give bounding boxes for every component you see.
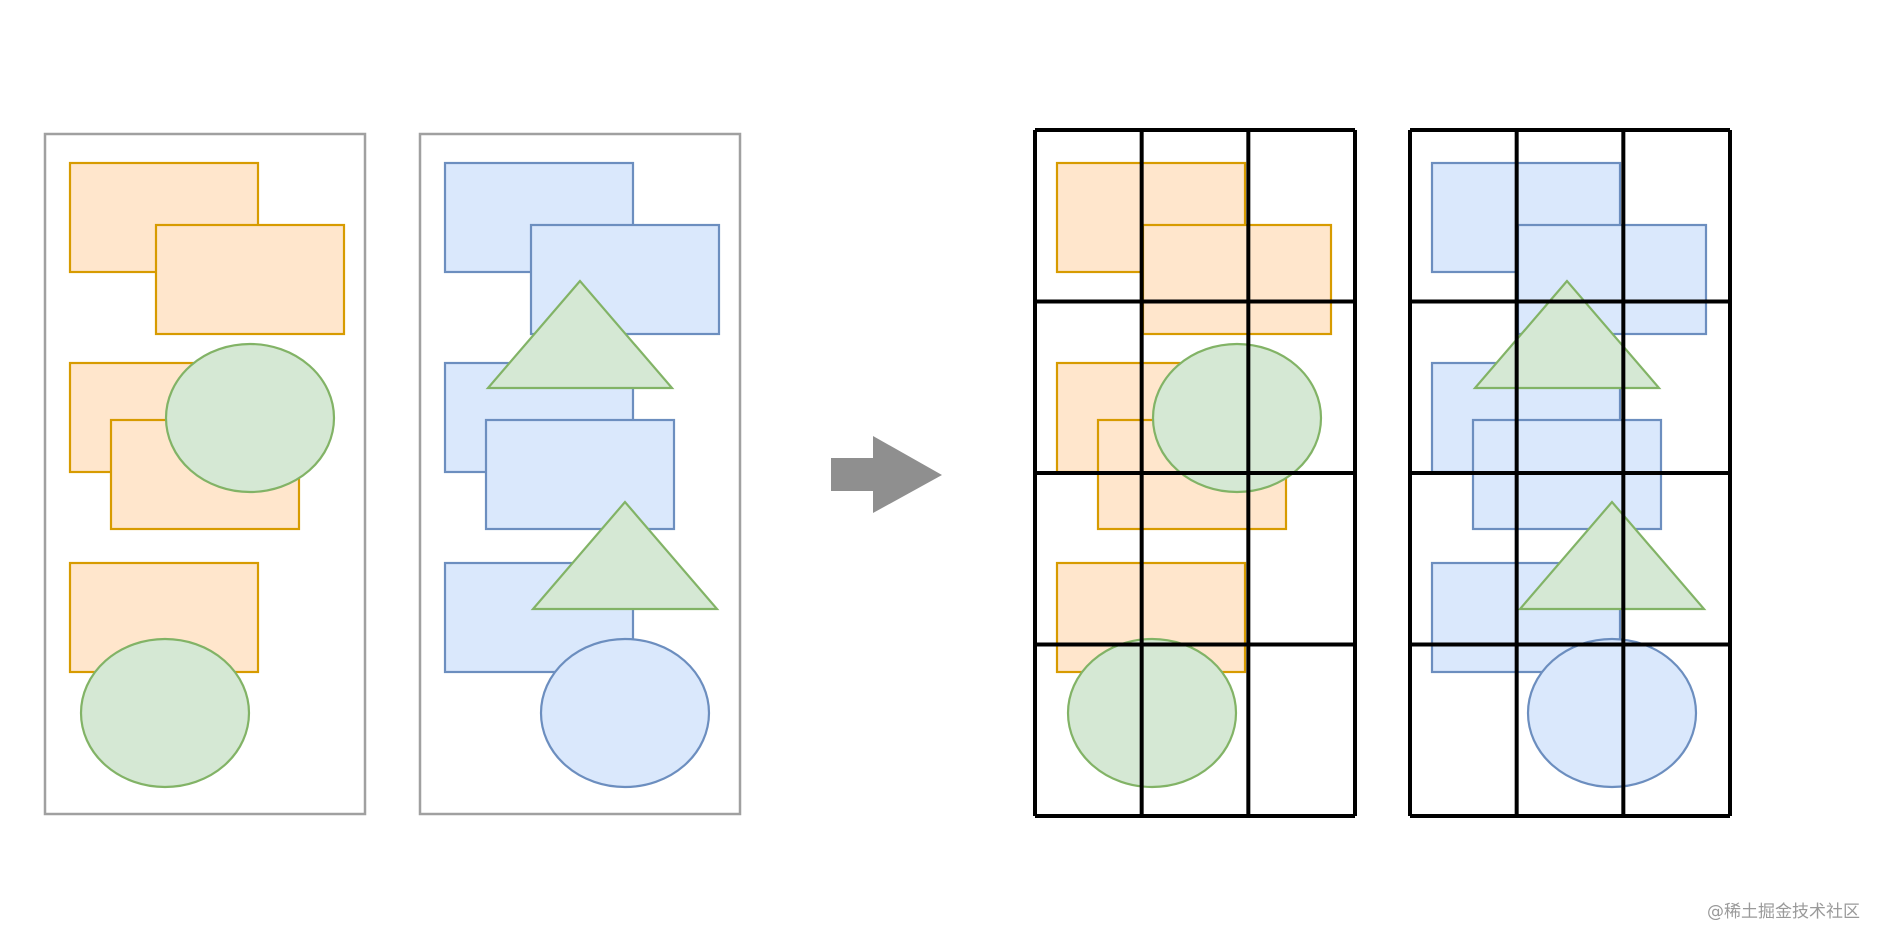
green-ellipse (1151, 342, 1323, 494)
watermark: @稀土掘金技术社区 (1707, 902, 1860, 922)
blue-panel-shapes (443, 161, 721, 789)
green-ellipse (79, 637, 251, 789)
blue-grid-shapes (1430, 161, 1708, 789)
green-triangle (1472, 279, 1662, 390)
right-arrow-icon (831, 436, 942, 513)
green-triangle (1517, 500, 1707, 611)
orange-grid-shapes (1055, 161, 1333, 789)
orange-panel-shapes (68, 161, 346, 789)
blue-ellipse (539, 637, 711, 789)
orange-rect (154, 223, 346, 336)
blue-ellipse (1526, 637, 1698, 789)
orange-rect (1141, 223, 1333, 336)
orange-shapes-grid (1033, 128, 1357, 818)
green-triangle (485, 279, 675, 390)
green-ellipse (1066, 637, 1238, 789)
green-ellipse (164, 342, 336, 494)
green-triangle (530, 500, 720, 611)
blue-rect (484, 418, 676, 531)
blue-shapes-grid (1408, 128, 1732, 818)
